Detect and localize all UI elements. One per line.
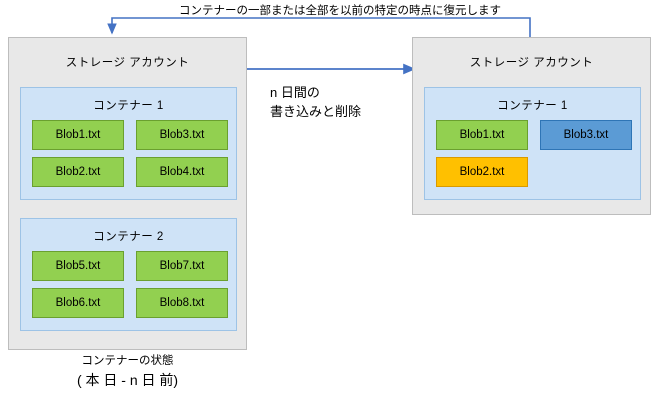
left-account-title: ストレージ アカウント xyxy=(65,57,190,69)
blob-tile: Blob8.txt xyxy=(136,288,228,318)
blob-tile: Blob3.txt xyxy=(540,120,632,150)
left-caption-line1: コンテナーの状態 xyxy=(81,355,174,367)
middle-write-delete-label: n 日間の 書き込みと削除 xyxy=(270,83,400,121)
right-container-1-title: コンテナー 1 xyxy=(497,100,568,112)
left-container-1-title: コンテナー 1 xyxy=(93,100,164,112)
blob-tile: Blob3.txt xyxy=(136,120,228,150)
right-storage-account: ストレージ アカウント コンテナー 1 Blob1.txt Blob3.txt … xyxy=(412,37,651,215)
blob-tile: Blob2.txt xyxy=(32,157,124,187)
blob-tile: Blob1.txt xyxy=(436,120,528,150)
middle-label-line2: 書き込みと削除 xyxy=(270,104,362,119)
right-container-1: コンテナー 1 Blob1.txt Blob3.txt Blob2.txt xyxy=(424,87,641,200)
blob-tile: Blob4.txt xyxy=(136,157,228,187)
right-account-title: ストレージ アカウント xyxy=(469,57,594,69)
blob-tile: Blob6.txt xyxy=(32,288,124,318)
left-container-1: コンテナー 1 Blob1.txt Blob3.txt Blob2.txt Bl… xyxy=(20,87,237,200)
left-container-2-title: コンテナー 2 xyxy=(93,231,164,243)
left-storage-account: ストレージ アカウント コンテナー 1 Blob1.txt Blob3.txt … xyxy=(8,37,247,350)
left-caption: コンテナーの状態 ( 本 日 - n 日 前) xyxy=(8,353,247,389)
left-container-2: コンテナー 2 Blob5.txt Blob7.txt Blob6.txt Bl… xyxy=(20,218,237,331)
blob-tile: Blob2.txt xyxy=(436,157,528,187)
middle-label-line1: n 日間の xyxy=(270,85,320,100)
top-restore-label: コンテナーの一部または全部を以前の特定の時点に復元します xyxy=(179,5,501,17)
blob-tile: Blob7.txt xyxy=(136,251,228,281)
blob-tile: Blob1.txt xyxy=(32,120,124,150)
blob-tile: Blob5.txt xyxy=(32,251,124,281)
left-caption-line2: ( 本 日 - n 日 前) xyxy=(76,372,179,388)
